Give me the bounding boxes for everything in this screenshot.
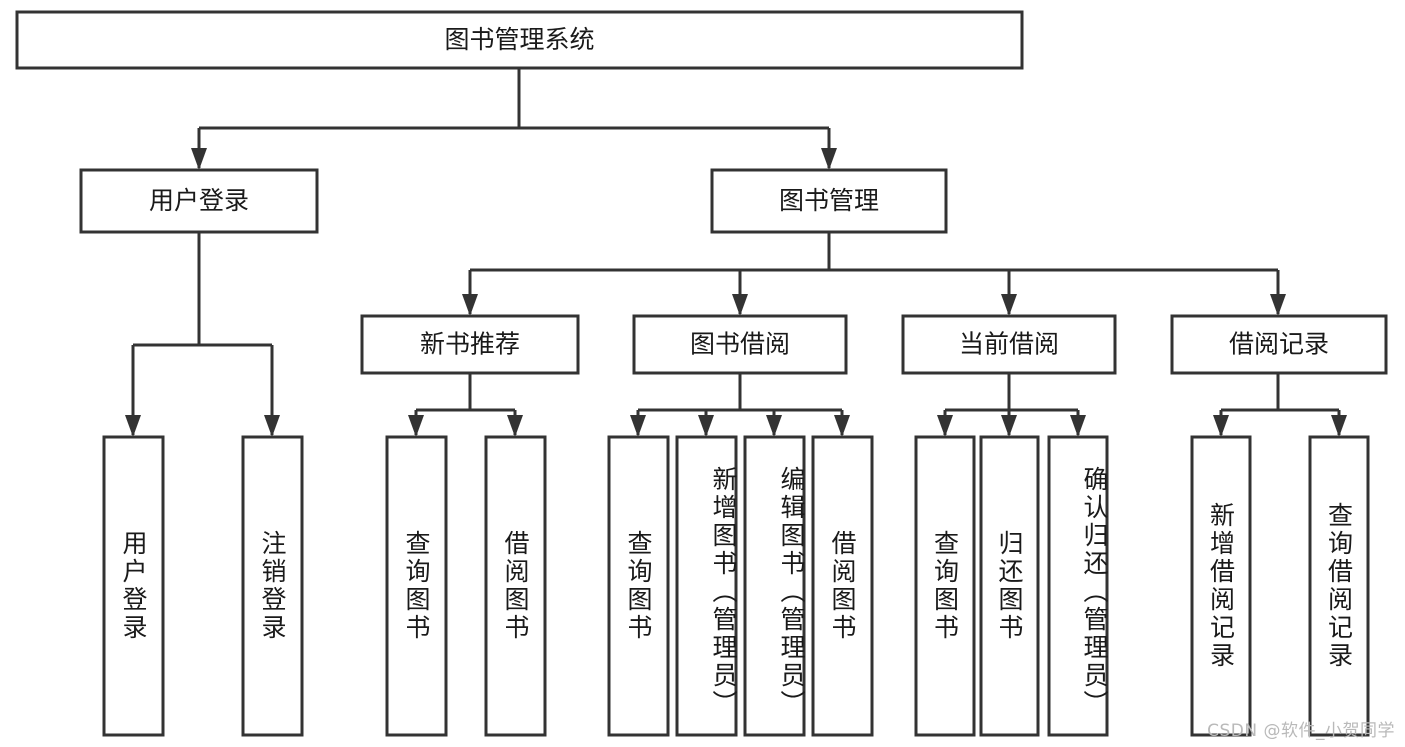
node-box-leaf-3[interactable] [484, 435, 547, 737]
edge-manage-drop-3-arrowhead [1270, 294, 1286, 316]
edge-login-drop-1-arrowhead [264, 415, 280, 437]
node-label-level3-0: 新书推荐 [420, 330, 520, 359]
node-box-leaf-0[interactable] [102, 435, 165, 737]
node-box-leaf-5[interactable] [675, 435, 738, 737]
node-box-leaf-1[interactable] [241, 435, 304, 737]
node-box-level3-1[interactable] [632, 314, 848, 375]
edge-borrow-children-drop-3-arrowhead [834, 415, 850, 437]
edge-login-drop-0-arrowhead [125, 415, 141, 437]
edge-current-borrow-children-drop-1-arrowhead [1001, 415, 1017, 437]
node-label-level3-1: 图书借阅 [690, 330, 790, 359]
node-box-leaf-7[interactable] [811, 435, 874, 737]
edge-root-drop-0-arrowhead [191, 148, 207, 170]
edge-manage-drop-0-arrowhead [462, 294, 478, 316]
node-label-level2-1: 图书管理 [779, 186, 879, 215]
edge-current-borrow-children-drop-2-arrowhead [1070, 415, 1086, 437]
node-box-leaf-9[interactable] [979, 435, 1040, 737]
node-box-level3-3[interactable] [1170, 314, 1388, 375]
node-box-root[interactable] [15, 10, 1024, 70]
csdn-watermark: CSDN @软件_小贺同学 [1207, 721, 1395, 741]
edge-borrow-children-drop-1-arrowhead [698, 415, 714, 437]
node-box-leaf-10[interactable] [1047, 435, 1109, 737]
edge-borrow-record-children-drop-1-arrowhead [1331, 415, 1347, 437]
connector-edges-layer [125, 68, 1347, 437]
node-box-leaf-2[interactable] [385, 435, 448, 737]
node-label-level3-3: 借阅记录 [1229, 330, 1329, 359]
node-boxes-layer [15, 10, 1388, 737]
edge-manage-drop-2-arrowhead [1001, 294, 1017, 316]
node-box-leaf-8[interactable] [914, 435, 976, 737]
edge-new-book-children-drop-0-arrowhead [408, 415, 424, 437]
edge-borrow-record-children-drop-0-arrowhead [1213, 415, 1229, 437]
edge-root-drop-1-arrowhead [821, 148, 837, 170]
node-box-level2-0[interactable] [79, 168, 319, 234]
node-box-level3-0[interactable] [360, 314, 580, 375]
edge-borrow-children-drop-2-arrowhead [766, 415, 782, 437]
node-label-root: 图书管理系统 [444, 25, 594, 54]
edge-borrow-children-drop-0-arrowhead [630, 415, 646, 437]
node-box-leaf-4[interactable] [607, 435, 670, 737]
node-box-leaf-12[interactable] [1308, 435, 1370, 737]
node-box-leaf-6[interactable] [743, 435, 806, 737]
node-label-level2-0: 用户登录 [149, 186, 249, 215]
node-box-leaf-11[interactable] [1190, 435, 1252, 737]
node-box-level3-2[interactable] [901, 314, 1117, 375]
node-label-level3-2: 当前借阅 [959, 330, 1059, 359]
edge-current-borrow-children-drop-0-arrowhead [937, 415, 953, 437]
edge-new-book-children-drop-1-arrowhead [507, 415, 523, 437]
node-box-level2-1[interactable] [710, 168, 948, 234]
edge-manage-drop-1-arrowhead [732, 294, 748, 316]
